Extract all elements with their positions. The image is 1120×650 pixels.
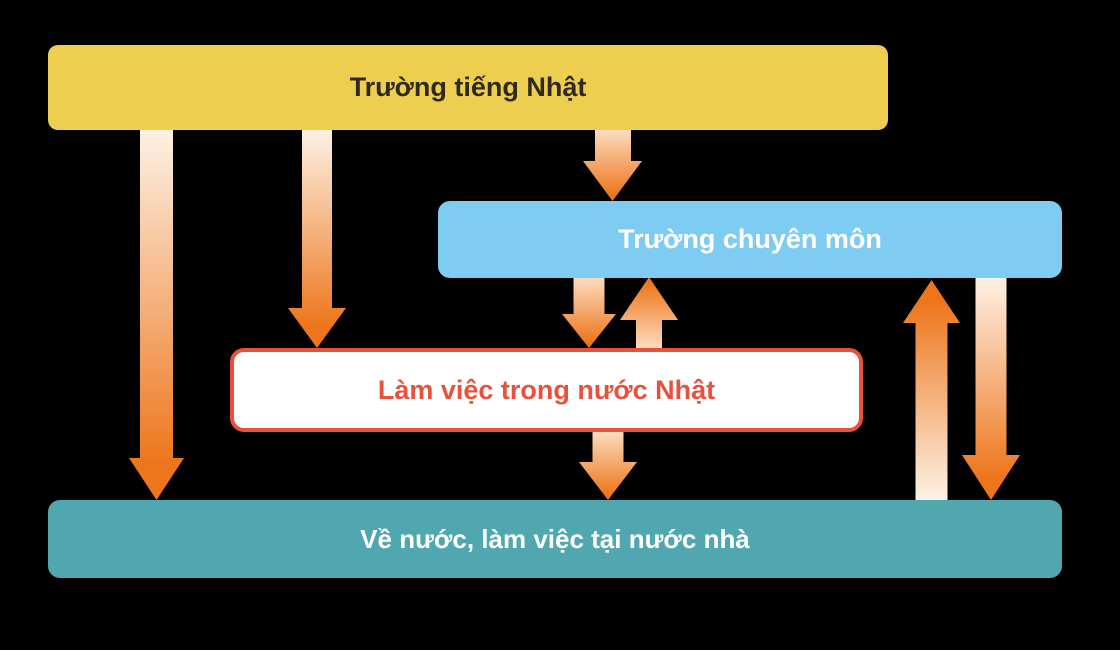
arrow-vocational-school-to-work-in-japan (562, 278, 616, 348)
box-japanese-language-school: Trường tiếng Nhật (48, 45, 888, 130)
box-return-home: Về nước, làm việc tại nước nhà (48, 500, 1062, 578)
arrow-language-school-to-work-in-japan (288, 130, 346, 348)
arrow-return-home-to-vocational-school (903, 280, 960, 500)
box-vocational-school-label: Trường chuyên môn (618, 224, 882, 254)
box-work-in-japan: Làm việc trong nước Nhật (230, 348, 863, 432)
arrow-vocational-school-to-return-home (962, 278, 1020, 500)
box-vocational-school: Trường chuyên môn (438, 201, 1062, 278)
box-return-home-label: Về nước, làm việc tại nước nhà (360, 523, 750, 554)
arrow-language-school-to-return-home (129, 130, 184, 500)
box-work-in-japan-label: Làm việc trong nước Nhật (377, 374, 716, 405)
arrow-work-in-japan-to-vocational-school (620, 277, 678, 348)
arrow-work-in-japan-to-return-home (579, 432, 637, 500)
arrow-language-school-to-vocational-school (583, 130, 642, 201)
box-japanese-language-school-label: Trường tiếng Nhật (349, 72, 587, 102)
